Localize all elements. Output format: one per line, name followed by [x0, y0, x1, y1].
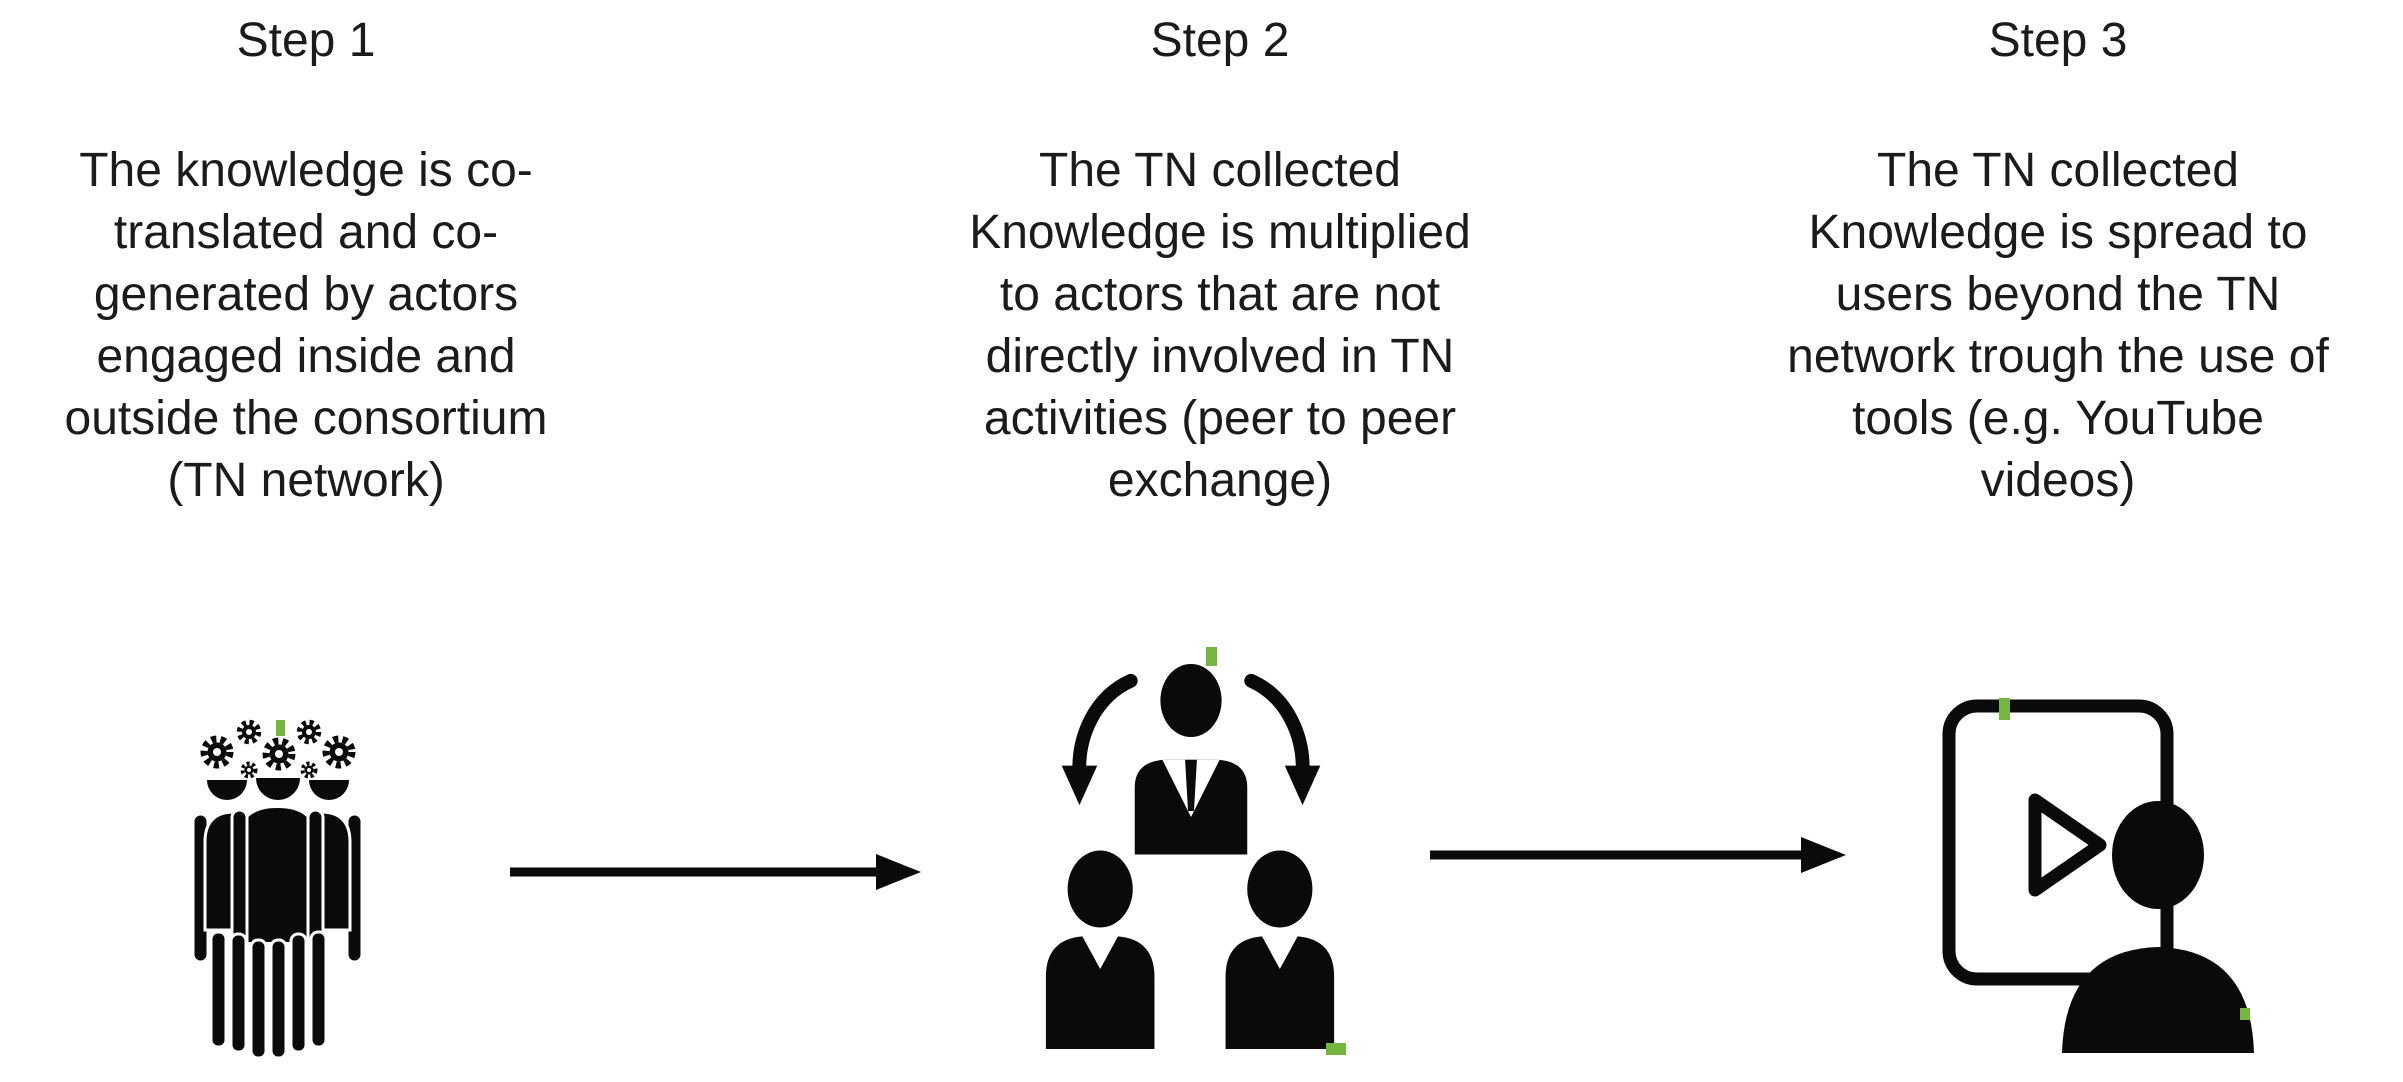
step-2-description: The TN collected Knowledge is multiplied… [969, 144, 1471, 507]
step-3-column: Step 3 The TN collected Knowledge is spr… [1712, 0, 2403, 512]
step-3-description: The TN collected Knowledge is spread to … [1787, 144, 2329, 507]
green-annotation-mark [1326, 1043, 1346, 1055]
gears-cluster [200, 719, 356, 779]
green-annotation-mark [2240, 1008, 2250, 1020]
step-2-column: Step 2 The TN collected Knowledge is mul… [908, 0, 1532, 512]
team-with-gears-icon [175, 712, 380, 1062]
step-1-column: Step 1 The knowledge is co- translated a… [0, 0, 612, 512]
arrow-step1-to-step2-icon [508, 850, 923, 894]
leader-person [1134, 663, 1248, 855]
play-icon [2028, 793, 2107, 897]
green-annotation-mark [1999, 698, 2010, 720]
step-3-title: Step 3 [1988, 14, 2128, 67]
down-arrowhead-left [1061, 765, 1098, 806]
peer-person-right [1225, 850, 1335, 1049]
down-arrows [1072, 673, 1310, 781]
green-annotation-mark [276, 720, 285, 736]
down-arrowhead-right [1284, 765, 1321, 806]
step-2-title: Step 2 [1150, 14, 1290, 67]
video-viewer-icon [1940, 695, 2260, 1060]
legs [209, 930, 328, 1060]
bodies [191, 803, 364, 964]
viewer-person [2062, 801, 2254, 1053]
step-1-description: The knowledge is co- translated and co- … [64, 144, 548, 507]
knowledge-multiplier-icon [1038, 645, 1344, 1063]
step-1-title: Step 1 [236, 14, 376, 67]
arrow-step2-to-step3-icon [1428, 833, 1848, 877]
green-annotation-mark [1206, 647, 1217, 666]
open-heads [207, 778, 349, 800]
peer-person-left [1045, 850, 1155, 1049]
